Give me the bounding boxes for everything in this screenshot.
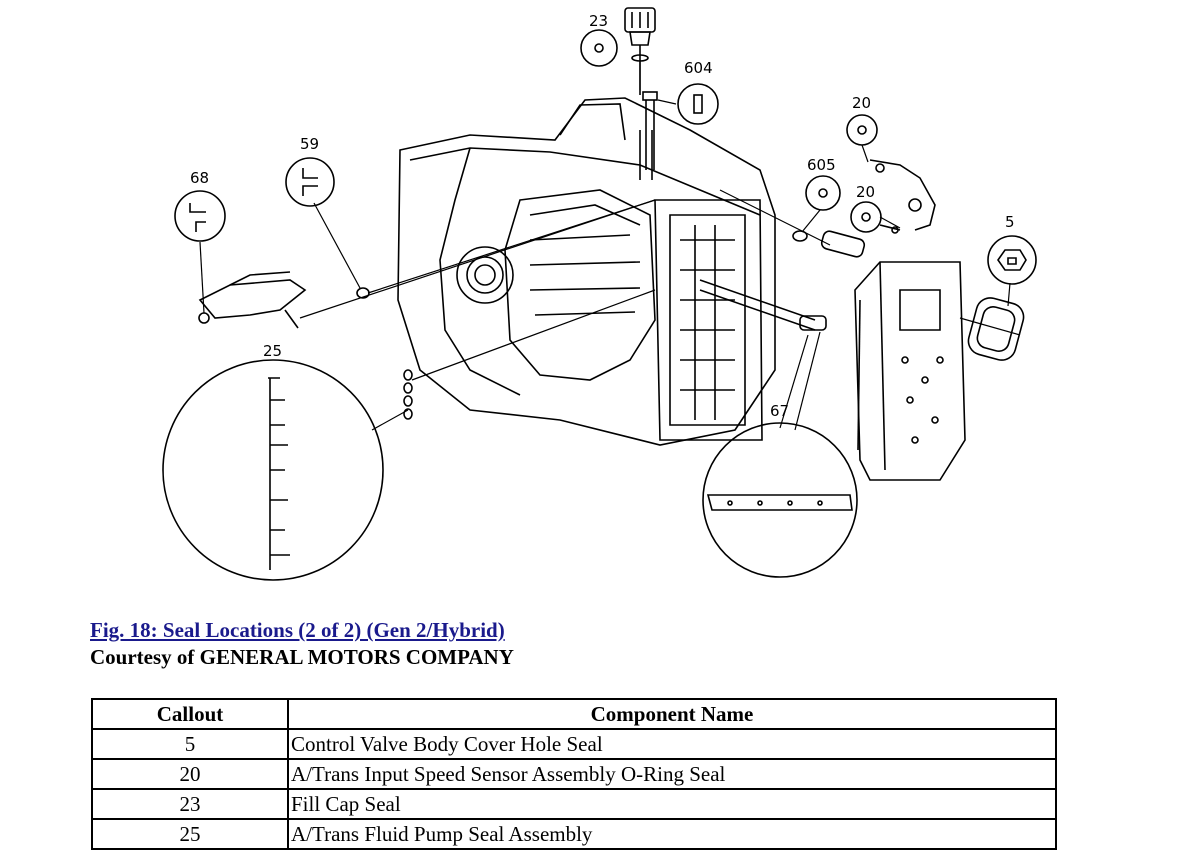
callout-label: 5 xyxy=(1005,213,1015,231)
valve-body-cover xyxy=(854,261,966,481)
callout-label: 25 xyxy=(263,342,282,360)
column-header-callout: Callout xyxy=(91,698,289,730)
callout-604-circle xyxy=(677,83,719,125)
callout-label: 67 xyxy=(770,402,789,420)
callout-20-lower-circle xyxy=(850,201,882,233)
column-header-component-name: Component Name xyxy=(287,698,1057,730)
callout-label: 23 xyxy=(589,12,608,30)
seal-locations-diagram: 23 604 20 605 20 5 59 68 25 67 xyxy=(162,7,1037,581)
component-name-cell: A/Trans Input Speed Sensor Assembly O-Ri… xyxy=(287,758,1057,790)
figure-caption: Fig. 18: Seal Locations (2 of 2) (Gen 2/… xyxy=(90,617,514,671)
table-row: 23 Fill Cap Seal xyxy=(91,788,1057,820)
callout-25-detail-circle xyxy=(162,359,384,581)
callout-23-circle xyxy=(580,29,618,67)
table-row: 5 Control Valve Body Cover Hole Seal xyxy=(91,728,1057,760)
component-name-cell: Fill Cap Seal xyxy=(287,788,1057,820)
leader-lines xyxy=(199,60,1021,431)
seal-stack-part xyxy=(403,369,413,420)
callout-label: 68 xyxy=(190,169,209,187)
figure-link[interactable]: Fig. 18: Seal Locations (2 of 2) (Gen 2/… xyxy=(90,618,505,642)
table-row: 25 A/Trans Fluid Pump Seal Assembly xyxy=(91,818,1057,850)
callout-59-circle xyxy=(285,157,335,207)
callout-label: 605 xyxy=(807,156,836,174)
callout-table: Callout Component Name 5 Control Valve B… xyxy=(91,698,1057,850)
callout-cell: 5 xyxy=(91,728,289,760)
component-name-cell: Control Valve Body Cover Hole Seal xyxy=(287,728,1057,760)
callout-cell: 25 xyxy=(91,818,289,850)
callout-circles xyxy=(162,29,1037,581)
seal-604-part xyxy=(642,91,658,170)
table-header-row: Callout Component Name xyxy=(91,698,1057,730)
callout-label: 604 xyxy=(684,59,713,77)
seal-5-part xyxy=(967,297,1025,361)
callout-cell: 20 xyxy=(91,758,289,790)
callout-67-detail-circle xyxy=(702,422,858,578)
callout-5-circle xyxy=(987,235,1037,285)
transmission-case xyxy=(397,97,776,446)
tubes-67-part xyxy=(699,279,827,331)
bracket-part xyxy=(198,271,307,329)
callout-605-circle xyxy=(805,175,841,211)
callout-68-circle xyxy=(174,190,226,242)
courtesy-text: Courtesy of GENERAL MOTORS COMPANY xyxy=(90,645,514,669)
component-name-cell: A/Trans Fluid Pump Seal Assembly xyxy=(287,818,1057,850)
callout-label: 20 xyxy=(856,183,875,201)
table-row: 20 A/Trans Input Speed Sensor Assembly O… xyxy=(91,758,1057,790)
callout-label: 59 xyxy=(300,135,319,153)
callout-label: 20 xyxy=(852,94,871,112)
plunger-605-part xyxy=(792,230,866,258)
speed-sensor-part xyxy=(869,159,936,234)
callout-cell: 23 xyxy=(91,788,289,820)
callout-20-top-circle xyxy=(846,114,878,146)
